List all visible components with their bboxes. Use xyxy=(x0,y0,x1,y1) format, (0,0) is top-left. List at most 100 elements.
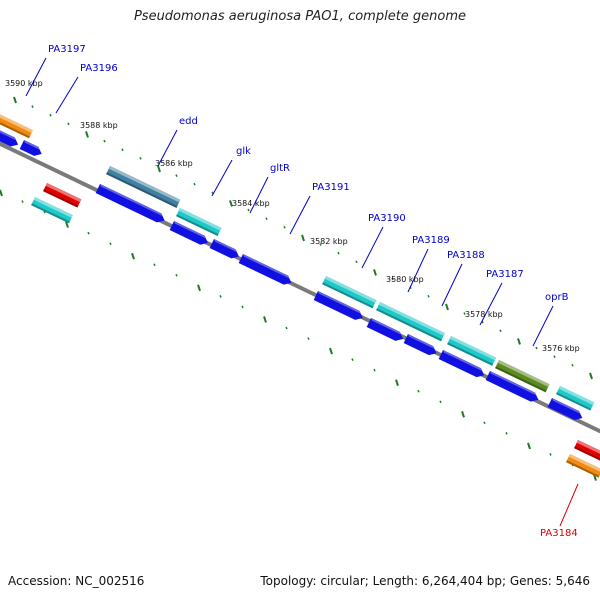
tick-mark xyxy=(329,347,333,355)
tick-mark xyxy=(505,432,508,435)
gene-label[interactable]: gltR xyxy=(270,163,290,174)
gene-feature[interactable] xyxy=(169,221,210,247)
gene-feature[interactable] xyxy=(574,440,600,462)
leader-line xyxy=(211,159,233,197)
gene-label[interactable]: oprB xyxy=(545,292,569,303)
tick-mark xyxy=(355,260,358,264)
leader-line xyxy=(532,305,554,347)
gene-feature[interactable] xyxy=(31,197,73,224)
gene-feature[interactable] xyxy=(176,208,222,236)
gene-feature[interactable] xyxy=(366,318,406,343)
tick-mark xyxy=(85,131,89,138)
tick-mark xyxy=(337,251,340,255)
gene-feature[interactable] xyxy=(0,112,33,139)
gene-label[interactable]: PA3188 xyxy=(447,250,485,261)
leader-line xyxy=(249,176,269,214)
label-leader-lines xyxy=(25,57,579,527)
tick-mark xyxy=(439,400,442,404)
leader-line xyxy=(289,195,311,235)
gene-label[interactable]: glk xyxy=(236,146,251,157)
leader-line xyxy=(479,282,503,326)
tick-mark xyxy=(175,273,178,277)
tick-mark xyxy=(87,231,90,235)
tick-mark xyxy=(0,189,3,197)
gene-feature[interactable] xyxy=(43,183,82,208)
leader-line xyxy=(407,248,429,293)
gene-label[interactable]: PA3187 xyxy=(486,269,524,280)
tick-mark xyxy=(31,105,34,108)
tick-mark xyxy=(483,421,486,425)
tick-mark xyxy=(417,389,420,393)
gene-label[interactable]: PA3196 xyxy=(80,63,118,74)
genome-summary-text: Topology: circular; Length: 6,264,404 bp… xyxy=(260,574,590,588)
tick-mark xyxy=(283,226,286,229)
gene-label[interactable]: PA3197 xyxy=(48,44,86,55)
position-label: 3576 kbp xyxy=(542,344,580,353)
tick-mark xyxy=(351,358,354,361)
gene-feature[interactable] xyxy=(403,334,439,358)
gene-label[interactable]: PA3191 xyxy=(312,182,350,193)
tick-mark xyxy=(49,113,52,117)
gene-label[interactable]: PA3189 xyxy=(412,235,450,246)
tick-mark xyxy=(319,243,322,246)
tick-mark xyxy=(175,174,178,177)
gene-label[interactable]: PA3184 xyxy=(540,528,578,539)
tick-mark xyxy=(499,329,502,333)
tick-mark xyxy=(13,96,17,104)
tick-mark xyxy=(373,269,377,276)
tick-mark xyxy=(373,368,376,372)
gene-feature[interactable] xyxy=(556,386,595,411)
leader-line xyxy=(55,76,79,114)
tick-mark xyxy=(21,200,24,203)
feature-track xyxy=(0,112,600,478)
gene-feature[interactable] xyxy=(495,360,550,393)
tick-mark xyxy=(241,305,244,309)
gene-feature[interactable] xyxy=(485,371,541,404)
gene-feature[interactable] xyxy=(209,239,241,261)
gene-label[interactable]: PA3190 xyxy=(368,213,406,224)
tick-mark xyxy=(67,122,70,126)
gene-feature[interactable] xyxy=(313,291,365,322)
tick-mark xyxy=(301,234,305,242)
position-label: 3586 kbp xyxy=(155,159,193,168)
tick-mark xyxy=(109,242,112,246)
tick-mark xyxy=(131,252,135,260)
gene-feature[interactable] xyxy=(106,166,181,208)
tick-mark xyxy=(247,208,250,212)
gene-feature[interactable] xyxy=(547,398,585,423)
tick-mark xyxy=(391,277,394,281)
tick-mark xyxy=(461,410,465,418)
accession-text: Accession: NC_002516 xyxy=(8,574,145,588)
leader-line xyxy=(157,129,178,167)
tick-mark xyxy=(527,442,531,450)
position-label: 3588 kbp xyxy=(80,121,118,130)
gene-label[interactable]: edd xyxy=(179,116,198,127)
tick-mark xyxy=(571,363,574,367)
gene-feature[interactable] xyxy=(322,276,377,309)
tick-marks xyxy=(0,96,597,481)
gene-feature[interactable] xyxy=(0,128,20,149)
leader-line xyxy=(361,226,384,269)
tick-mark xyxy=(549,453,552,456)
gene-feature[interactable] xyxy=(238,254,294,287)
tick-mark xyxy=(307,337,310,340)
leader-line xyxy=(25,57,47,97)
position-label: 3590 kbp xyxy=(5,79,43,88)
gene-feature[interactable] xyxy=(95,184,167,225)
tick-mark xyxy=(285,326,288,330)
gene-feature[interactable] xyxy=(438,350,487,380)
tick-mark xyxy=(121,148,124,152)
tick-mark xyxy=(535,346,538,350)
tick-mark xyxy=(193,182,196,186)
tick-mark xyxy=(153,263,156,267)
gene-feature[interactable] xyxy=(447,336,497,366)
tick-mark xyxy=(263,316,267,323)
leader-line xyxy=(559,483,579,527)
position-label: 3584 kbp xyxy=(232,199,270,208)
tick-mark xyxy=(197,284,201,292)
gene-feature[interactable] xyxy=(566,454,600,478)
gene-feature[interactable] xyxy=(376,302,445,342)
gene-feature[interactable] xyxy=(19,140,44,159)
